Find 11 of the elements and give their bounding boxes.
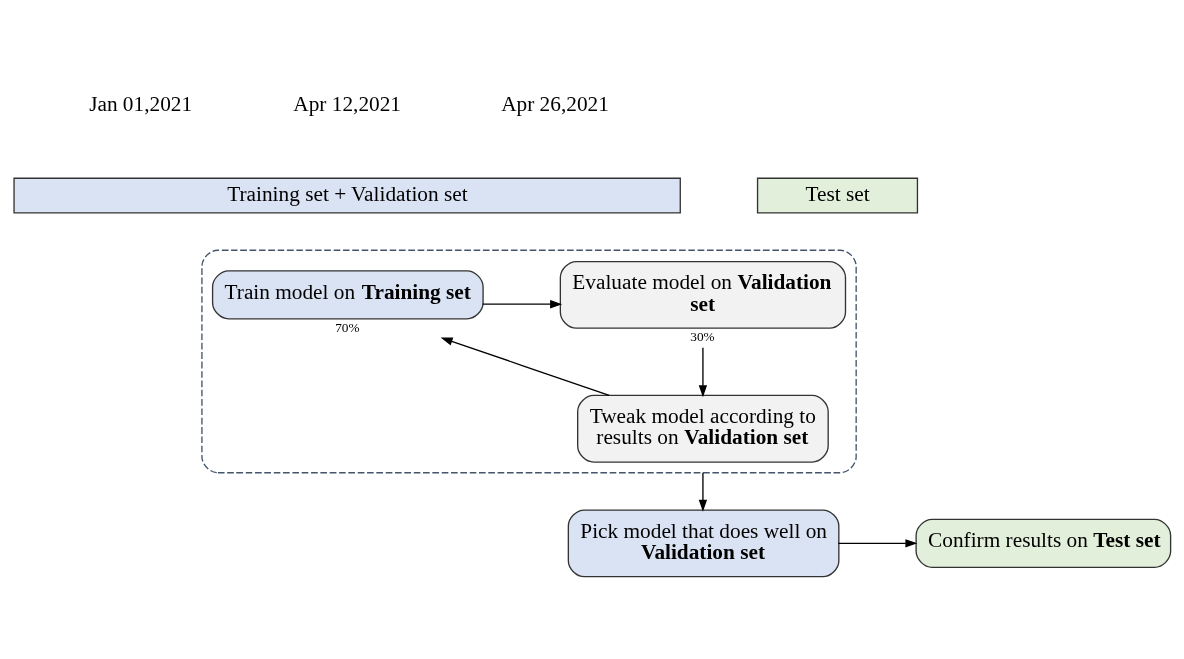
arrow: [482, 300, 563, 309]
node-label: 70%: [335, 320, 360, 336]
arrow: [837, 539, 918, 548]
arrow: [698, 472, 708, 512]
arrow: [698, 347, 708, 398]
cluster: [201, 249, 857, 474]
node-label: 30%: [690, 329, 715, 345]
label: Apr 12,2021: [293, 92, 401, 117]
label: Apr 26,2021: [501, 92, 609, 117]
arrow: [440, 337, 610, 396]
label: Jan 01,2021: [89, 92, 193, 117]
